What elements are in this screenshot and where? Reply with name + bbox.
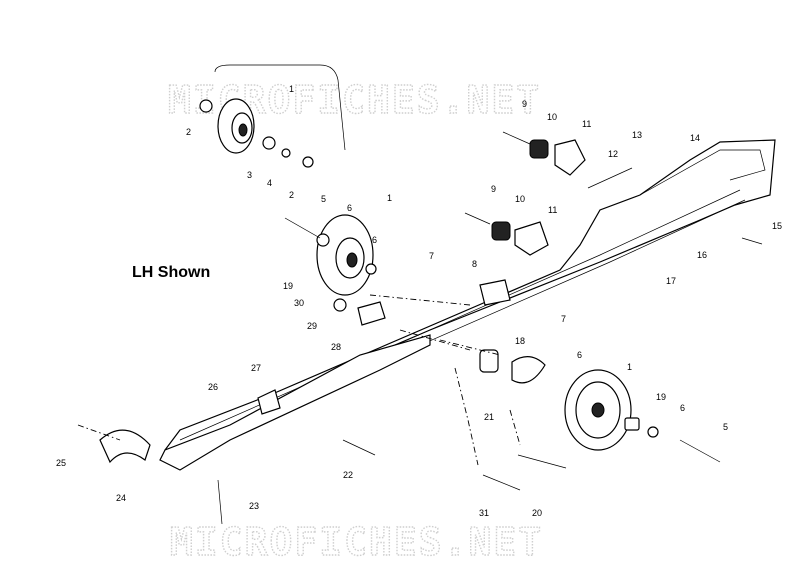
callout-15: 15 [772,221,782,231]
callout-12: 12 [608,149,618,159]
callout-7: 7 [429,251,434,261]
spacers [99,139,586,464]
callout-6: 6 [577,350,582,360]
callout-8: 8 [472,259,477,269]
callout-labels: 1234291011131214910111516175616197830292… [56,84,782,518]
callout-5: 5 [321,194,326,204]
callout-11: 11 [548,205,557,215]
callout-27: 27 [251,363,261,373]
view-label: LH Shown [132,264,210,281]
group-bracket [214,64,346,151]
callout-13: 13 [632,130,642,140]
callout-1: 1 [289,84,294,94]
callout-24: 24 [116,493,126,503]
callout-4: 4 [267,178,272,188]
callout-2: 2 [289,190,294,200]
middle-idler-wheel [284,214,377,296]
callout-6: 6 [372,235,377,245]
watermark-bottom: MICROFICHES.NET [170,520,543,564]
callout-18: 18 [515,336,525,346]
callout-10: 10 [515,194,525,204]
callout-14: 14 [690,133,700,143]
callout-25: 25 [56,458,66,468]
callout-22: 22 [343,470,353,480]
bolts [217,131,763,525]
callout-20: 20 [532,508,542,518]
callout-30: 30 [294,298,304,308]
callout-23: 23 [249,501,259,511]
callout-5: 5 [723,422,728,432]
callout-9: 9 [522,99,527,109]
rear-idler-wheel [564,369,721,463]
callout-26: 26 [208,382,218,392]
callout-17: 17 [666,276,676,286]
callout-10: 10 [547,112,557,122]
callout-19: 19 [656,392,666,402]
callout-3: 3 [247,170,252,180]
callout-11: 11 [582,119,591,129]
callout-29: 29 [307,321,317,331]
callout-6: 6 [680,403,685,413]
rail-front [159,334,431,471]
callout-31: 31 [479,508,489,518]
top-idler-wheel [199,98,314,168]
callout-19: 19 [283,281,293,291]
callout-21: 21 [484,412,494,422]
callout-1: 1 [387,193,392,203]
callout-28: 28 [331,342,341,352]
leader-lines [77,294,521,466]
callout-2: 2 [186,127,191,137]
callout-9: 9 [491,184,496,194]
callout-1: 1 [627,362,632,372]
callout-7: 7 [561,314,566,324]
callout-16: 16 [697,250,707,260]
callout-6: 6 [347,203,352,213]
